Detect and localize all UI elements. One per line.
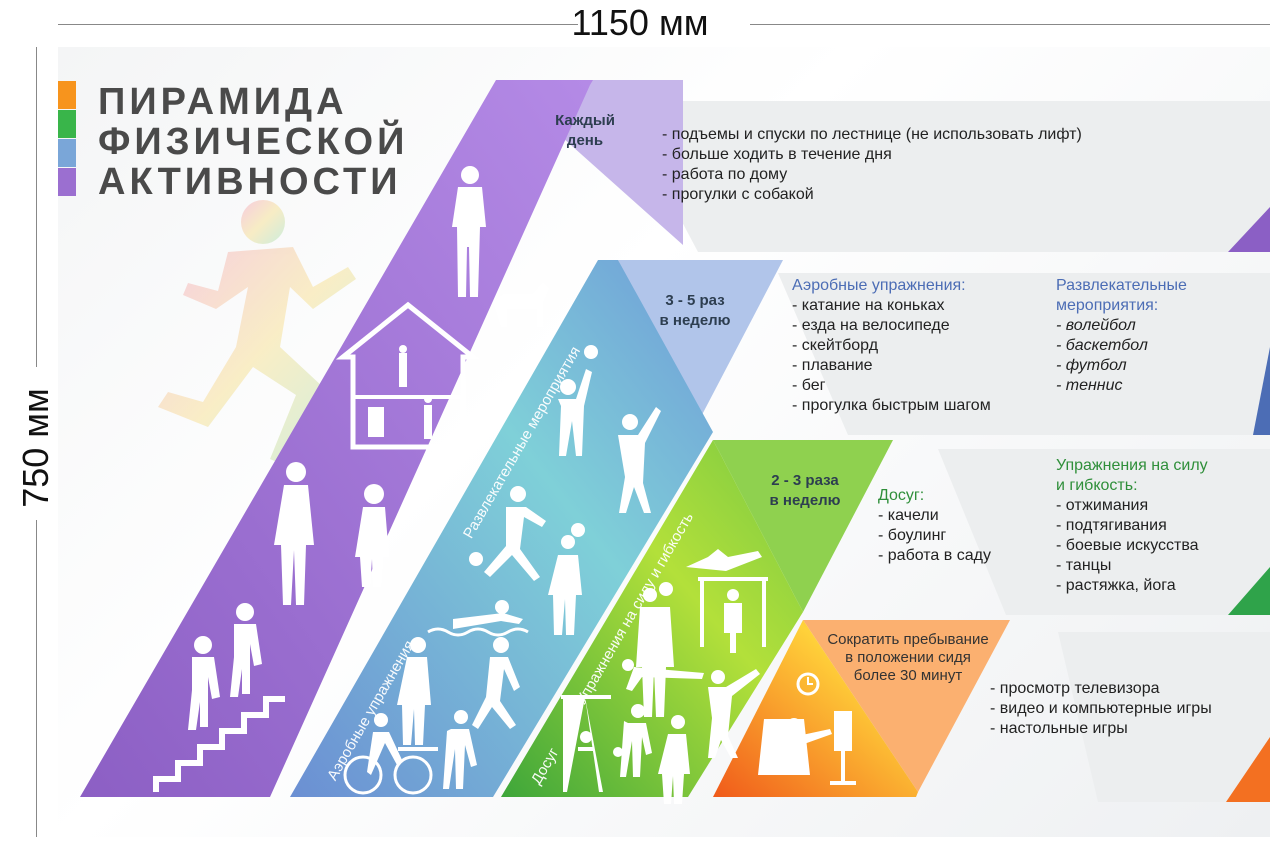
strength-item: - боевые искусства xyxy=(1056,537,1199,554)
height-dimension-line-bottom xyxy=(36,520,37,837)
dancers-icon xyxy=(636,582,674,717)
strength-item: - подтягивания xyxy=(1056,517,1167,534)
aerobic-item: - прогулка быстрым шагом xyxy=(792,397,991,414)
recreation-item: - футбол xyxy=(1056,357,1127,374)
leisure-item: - боулинг xyxy=(878,527,947,544)
title-line-1: ПИРАМИДА xyxy=(98,81,348,123)
strength-header-line-2: и гибкость: xyxy=(1056,477,1138,494)
tennis-player-icon xyxy=(618,407,661,513)
freq-tab-3-5 xyxy=(618,260,783,432)
aerobic-item: - катание на коньках xyxy=(792,297,945,314)
pyramid-graphic xyxy=(80,80,1270,804)
volleyball-player-icon xyxy=(558,345,598,456)
recreation-header-line-1: Развлекательные xyxy=(1056,277,1187,294)
strength-item: - танцы xyxy=(1056,557,1112,574)
title-swatch-purple xyxy=(58,168,76,196)
freq-label-2-3: 2 - 3 раза в неделю xyxy=(769,472,841,509)
recreation-item: - волейбол xyxy=(1056,317,1136,334)
info-bands xyxy=(618,101,1270,802)
freq-label-daily: Каждый день xyxy=(555,112,615,149)
stairs-icon xyxy=(153,603,285,792)
aerobic-header: Аэробные упражнения: xyxy=(792,277,966,294)
freq-label-3-5: 3 - 5 раз в неделю xyxy=(659,292,731,329)
martial-artist-icon xyxy=(708,669,760,758)
accent-purple xyxy=(1228,207,1270,252)
pullup-bar-icon xyxy=(698,577,768,653)
daily-item: - подъемы и спуски по лестнице (не испол… xyxy=(662,126,1082,143)
ice-skater-icon xyxy=(443,710,477,789)
title-swatch-orange xyxy=(58,81,76,109)
tier-3-5-shape xyxy=(290,260,713,797)
title-swatch-green xyxy=(58,110,76,138)
leisure-item: - работа в саду xyxy=(878,547,991,564)
daily-item: - работа по дому xyxy=(662,166,788,183)
reduce-header-line-2: в положении сидя xyxy=(845,649,971,666)
skater-icon xyxy=(397,637,438,751)
sport-silhouettes xyxy=(343,345,661,795)
gardener-icon xyxy=(658,715,690,804)
accent-green xyxy=(1228,567,1270,615)
swimmer-icon xyxy=(427,600,529,637)
football-player-icon xyxy=(469,486,546,581)
recreation-header-line-2: мероприятия: xyxy=(1056,297,1159,314)
basketball-player-icon xyxy=(548,523,585,635)
house-icon xyxy=(335,301,481,450)
pushup-icon xyxy=(622,659,704,691)
armchair-icon xyxy=(758,718,832,775)
title-line-3: АКТИВНОСТИ xyxy=(98,161,402,203)
height-dimension-label: 750 мм xyxy=(15,388,56,508)
bowler-icon xyxy=(613,704,652,777)
clock-icon xyxy=(796,672,820,696)
freq-tab-reduce xyxy=(803,620,1010,792)
strength-silhouettes xyxy=(561,549,768,804)
strength-item: - отжимания xyxy=(1056,497,1149,514)
accent-blue xyxy=(1253,347,1270,435)
yoga-icon xyxy=(686,549,762,571)
aerobic-item: - бег xyxy=(792,377,826,394)
width-dimension-label: 1150 мм xyxy=(571,2,709,43)
freq-tab-2-3 xyxy=(713,440,893,612)
strength-header-line-1: Упражнения на силу xyxy=(1056,457,1208,474)
dog-walker-icon xyxy=(452,166,549,327)
swing-icon xyxy=(561,695,611,792)
cyclist-icon xyxy=(343,713,433,795)
strength-item: - растяжка, йога xyxy=(1056,577,1176,594)
daily-item: - прогулки с собакой xyxy=(662,186,814,203)
tv-icon xyxy=(830,711,856,785)
title-swatch-blue xyxy=(58,139,76,167)
leisure-header: Досуг: xyxy=(878,487,925,504)
title-line-2: ФИЗИЧЕСКОЙ xyxy=(98,121,409,163)
height-dimension-line-top xyxy=(36,47,37,367)
accent-orange xyxy=(1226,737,1270,802)
aerobic-item: - плавание xyxy=(792,357,873,374)
leisure-item: - качели xyxy=(878,507,939,524)
aerobic-item: - езда на велосипеде xyxy=(792,317,950,334)
reduce-item: - просмотр телевизора xyxy=(990,680,1160,697)
reduce-item: - видео и компьютерные игры xyxy=(990,700,1212,717)
width-dimension-line-left xyxy=(58,24,578,25)
daily-silhouettes xyxy=(153,166,549,792)
runner-icon-2 xyxy=(472,637,520,729)
recreation-item: - теннис xyxy=(1056,377,1123,394)
aerobic-item: - скейтборд xyxy=(792,337,879,354)
poster: ПИРАМИДА ФИЗИЧЕСКОЙ АКТИВНОСТИ Каждый де… xyxy=(58,47,1270,837)
walking-people-icon xyxy=(274,462,389,605)
reduce-item: - настольные игры xyxy=(990,720,1128,737)
reduce-header-line-3: более 30 минут xyxy=(853,667,963,684)
daily-item: - больше ходить в течение дня xyxy=(662,146,892,163)
width-dimension-line-right xyxy=(750,24,1270,25)
reduce-header-line-1: Сократить пребывание xyxy=(827,631,989,648)
recreation-item: - баскетбол xyxy=(1056,337,1148,354)
sedentary-silhouettes xyxy=(758,672,856,785)
